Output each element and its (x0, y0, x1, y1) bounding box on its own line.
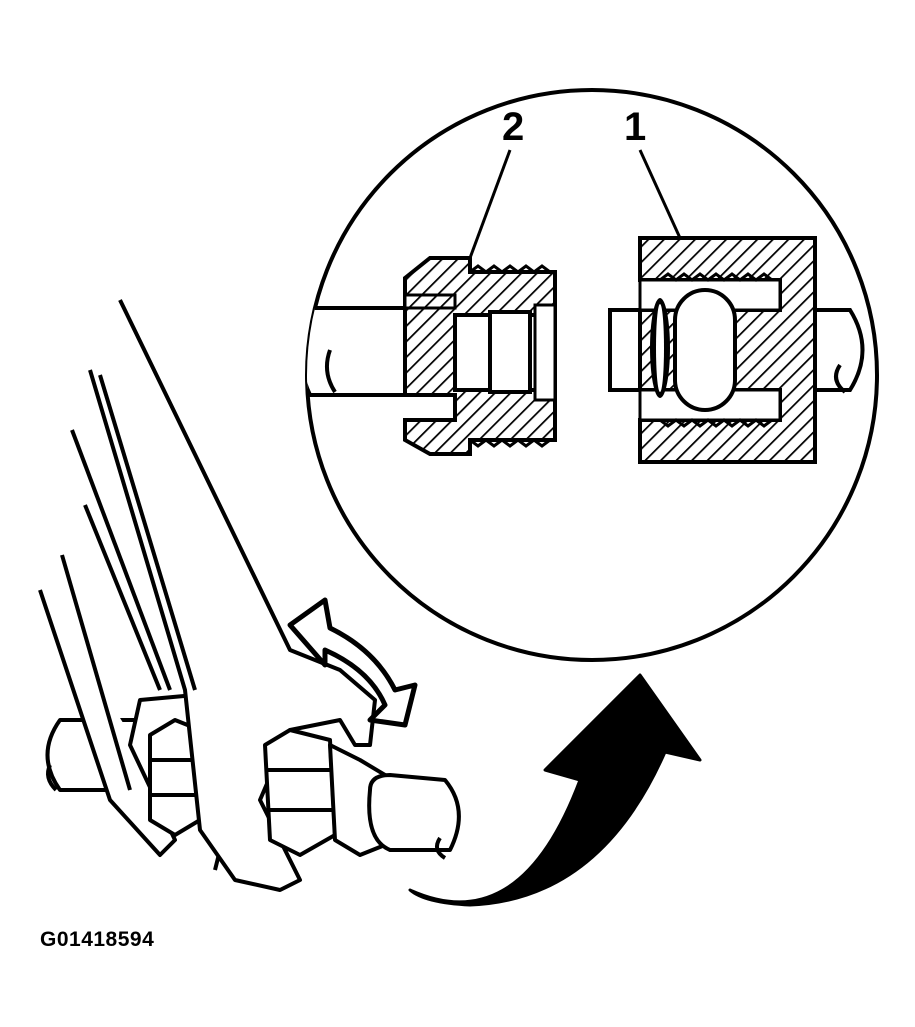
right-tube-end (367, 773, 461, 852)
figure-id: G01418594 (40, 928, 155, 951)
detail-arrow (408, 673, 702, 907)
leader-line-2 (468, 149, 512, 259)
callout-2: 2 (502, 105, 524, 149)
tube-bead (673, 288, 737, 412)
leader-line-1 (638, 149, 682, 239)
detail-view: 2 1 (305, 88, 879, 662)
male-fitting-nut (403, 256, 557, 456)
rotation-arrow (287, 597, 418, 728)
callout-1: 1 (624, 105, 646, 149)
main-view (38, 299, 702, 907)
right-hex-nut (263, 728, 337, 857)
